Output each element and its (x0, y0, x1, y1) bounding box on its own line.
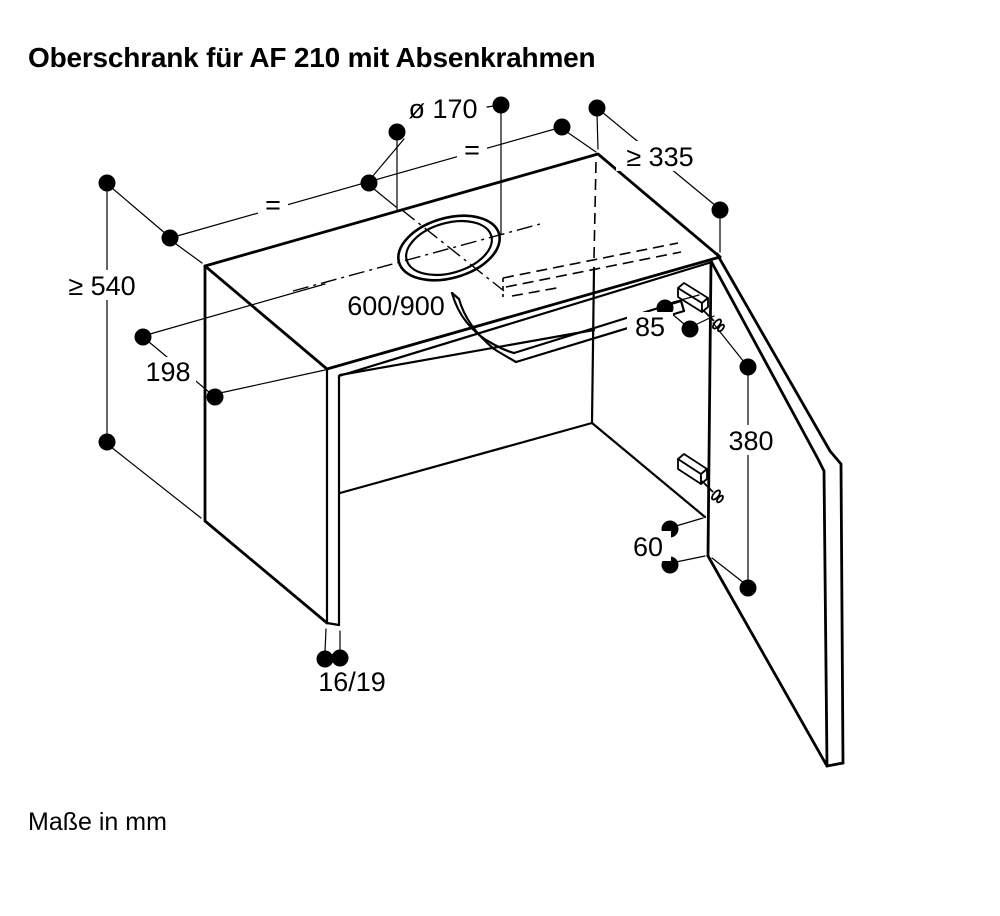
dim-hinge-spacing-label: 380 (728, 426, 773, 456)
hinge-block-bottom (677, 453, 708, 485)
lowering-frame (450, 291, 686, 364)
hinge-block-top (677, 282, 709, 313)
cabinet-outline (203, 152, 722, 625)
hole-center-lines (292, 209, 541, 292)
dim-hinge-top-offset-label: 85 (635, 312, 665, 342)
dim-equal-left-label: = (265, 190, 281, 220)
dim-height-min-label: ≥ 540 (68, 271, 135, 301)
exhaust-hole (292, 209, 541, 292)
dim-hole-center-from-front-label: 198 (145, 357, 190, 387)
dim-depth-min-label: ≥ 335 (626, 142, 693, 172)
dim-hinge-bottom-offset-label: 60 (633, 532, 663, 562)
dim-equal-right-label: = (464, 135, 480, 165)
page-title: Oberschrank für AF 210 mit Absenkrahmen (28, 42, 596, 73)
cabinet-inner-edges (325, 260, 714, 627)
hinge-screw-bottom (701, 480, 724, 504)
door-panel (706, 252, 845, 768)
units-note: Maße in mm (28, 808, 167, 836)
dimension-dots (98, 96, 757, 668)
label-backplates (63, 137, 779, 561)
dim-hole-diameter-label: ø 170 (408, 94, 477, 124)
dim-width-variants-label: 600/900 (347, 291, 445, 321)
hidden-edges (502, 161, 682, 297)
dimension-lines (106, 105, 749, 653)
hinge-screw-top (702, 309, 725, 333)
dim-panel-thickness-label: 16/19 (318, 667, 386, 697)
